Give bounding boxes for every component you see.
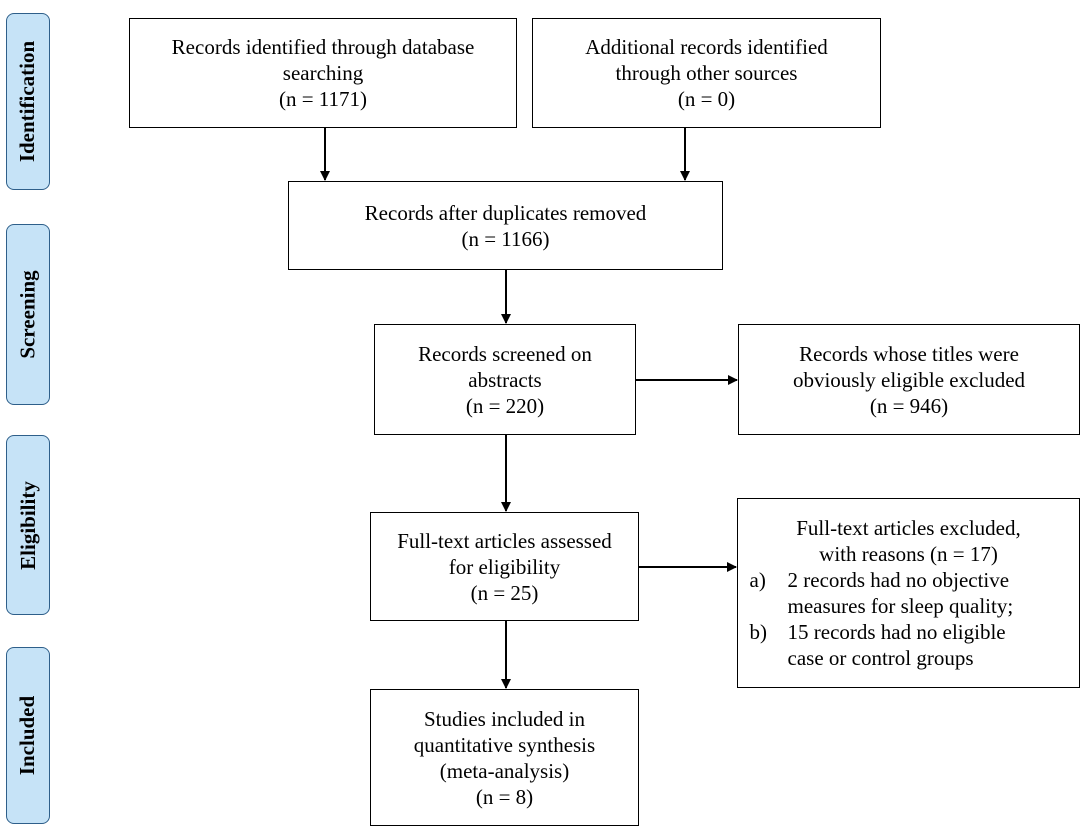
box-database-count: (n = 1171) [278,87,368,111]
box-fulltext-excluded-count: with reasons (n = 17) [819,542,998,566]
exclusion-reason-marker: a) [749,568,766,592]
box-fulltext-assessed-line: Full-text articles assessed [397,528,612,553]
box-records-screened-line: abstracts [468,367,542,392]
box-records-screened-line: Records screened on [418,341,592,366]
exclusion-reason-line: 2 records had no objective [787,568,1010,592]
exclusion-reason-item: a) 2 records had no objective measures f… [750,567,1068,619]
box-other-sources-line: through other sources [615,61,798,85]
box-other-sources-records: Additional records identified through ot… [532,18,881,128]
box-title-excluded: Records whose titles were obviously elig… [738,324,1080,435]
box-studies-included-line: (meta-analysis) [439,758,570,783]
exclusion-reason-line: case or control groups [787,646,974,670]
box-records-screened-count: (n = 220) [465,393,545,418]
exclusion-reason-item: b) 15 records had no eligible case or co… [750,619,1068,671]
exclusion-reason-text: 2 records had no objective measures for … [788,567,1014,619]
box-duplicates-removed-count: (n = 1166) [461,226,550,251]
box-other-sources-count: (n = 0) [677,87,736,111]
exclusion-reason-text: 15 records had no eligible case or contr… [788,619,1006,671]
exclusion-reasons-list: a) 2 records had no objective measures f… [750,567,1068,671]
box-studies-included: Studies included in quantitative synthes… [370,689,639,826]
box-title-excluded-line: Records whose titles were [799,341,1019,366]
exclusion-reason-line: 15 records had no eligible [787,620,1006,644]
box-fulltext-assessed-line: for eligibility [448,554,561,579]
box-fulltext-excluded-line: Full-text articles excluded, [796,516,1021,540]
box-database-records: Records identified through database sear… [129,18,517,128]
phase-identification-label: Identification [6,13,50,190]
box-duplicates-removed: Records after duplicates removed (n = 11… [288,181,723,270]
box-fulltext-assessed-count: (n = 25) [470,580,539,605]
box-studies-included-line: Studies included in [424,706,585,731]
box-title-excluded-line: obviously eligible excluded [792,367,1026,392]
box-title-excluded-count: (n = 946) [869,393,949,418]
box-fulltext-excluded: Full-text articles excluded, with reason… [737,498,1080,688]
phase-included-label: Included [6,647,50,824]
box-fulltext-assessed: Full-text articles assessed for eligibil… [370,512,639,621]
box-records-screened: Records screened on abstracts (n = 220) [374,324,636,435]
box-studies-included-line: quantitative synthesis [413,732,596,757]
exclusion-reason-marker: b) [749,620,768,644]
box-database-line: searching [282,61,364,85]
phase-eligibility-label: Eligibility [6,435,50,615]
box-duplicates-removed-line: Records after duplicates removed [364,200,647,225]
box-database-line: Records identified through database [171,35,475,59]
box-other-sources-line: Additional records identified [585,35,828,59]
phase-screening-label: Screening [6,224,50,405]
box-studies-included-count: (n = 8) [475,784,534,809]
exclusion-reason-line: measures for sleep quality; [787,594,1014,618]
